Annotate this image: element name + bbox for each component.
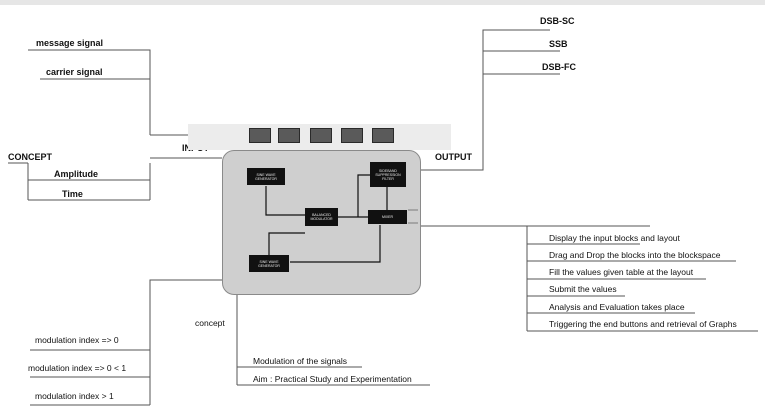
palette-block[interactable] — [278, 128, 300, 143]
sine-wave-generator-block[interactable]: SINE WAVE GENERATOR — [249, 255, 289, 272]
palette-block[interactable] — [341, 128, 363, 143]
mixer-block[interactable]: MIXER — [368, 210, 407, 224]
carrier-signal-label: carrier signal — [46, 67, 103, 77]
modulation-index-2: modulation index => 0 < 1 — [28, 363, 127, 373]
palette-block[interactable] — [310, 128, 332, 143]
palette-block[interactable] — [249, 128, 271, 143]
concept-title: CONCEPT — [8, 152, 53, 162]
step-3: Fill the values given table at the layou… — [549, 267, 694, 277]
palette-block[interactable] — [372, 128, 394, 143]
sine-wave-generator-block[interactable]: SINE WAVE GENERATOR — [247, 168, 285, 185]
balanced-modulator-block[interactable]: BALANCED MODULATOR — [305, 208, 338, 226]
concept-item-1: Modulation of the signals — [253, 356, 348, 366]
amplitude-label: Amplitude — [54, 169, 98, 179]
top-bar — [0, 0, 765, 5]
output-label: OUTPUT — [435, 152, 472, 162]
sideband-filter-block[interactable]: SIDEBAND SUPPRESSION FILTER — [370, 162, 406, 187]
concept-item-2: Aim : Practical Study and Experimentatio… — [253, 374, 412, 384]
concept-bottom-title: concept — [195, 318, 225, 328]
modulation-index-3: modulation index > 1 — [35, 391, 114, 401]
step-5: Analysis and Evaluation takes place — [549, 302, 685, 312]
time-label: Time — [62, 189, 83, 199]
step-6: Triggering the end buttons and retrieval… — [549, 319, 737, 329]
message-signal-label: message signal — [36, 38, 104, 48]
step-2: Drag and Drop the blocks into the blocks… — [549, 250, 721, 260]
output-ssb: SSB — [549, 39, 568, 49]
step-4: Submit the values — [549, 284, 617, 294]
output-dsb-sc: DSB-SC — [540, 16, 575, 26]
modulation-index-1: modulation index => 0 — [35, 335, 119, 345]
output-dsb-fc: DSB-FC — [542, 62, 576, 72]
step-1: Display the input blocks and layout — [549, 233, 680, 243]
